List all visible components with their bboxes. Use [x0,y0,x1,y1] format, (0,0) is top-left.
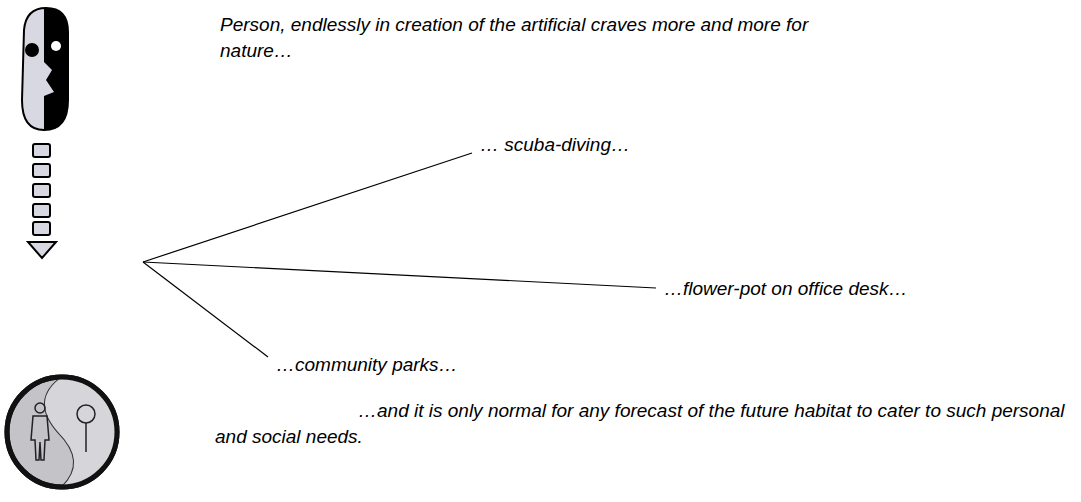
leader-line [143,262,656,288]
arrow-head [28,242,56,258]
chain-link [33,144,50,157]
harmony-circle-rim [7,377,117,487]
face-eye [25,43,39,57]
chain-link [33,184,50,197]
example-note: …flower-pot on office desk… [664,276,908,302]
intro-note: Person, endlessly in creation of the art… [220,12,820,64]
person-head [35,403,45,413]
face-eye [51,41,61,51]
harmony-circle [7,377,117,487]
example-note: …community parks… [276,352,458,378]
tree-trunk [85,423,87,452]
face-outline [22,8,68,130]
person-figure [31,416,49,460]
chain-link [33,222,50,235]
chain-link [33,164,50,177]
face-dark-half [44,8,68,130]
yin-yang-half [45,377,117,487]
example-note: … scuba-diving… [480,132,630,158]
tree-crown [77,405,95,423]
chain-link [33,204,50,217]
conclusion-note: …and it is only normal for any forecast … [215,398,1065,450]
leader-line [143,262,268,357]
leader-line [143,153,472,262]
